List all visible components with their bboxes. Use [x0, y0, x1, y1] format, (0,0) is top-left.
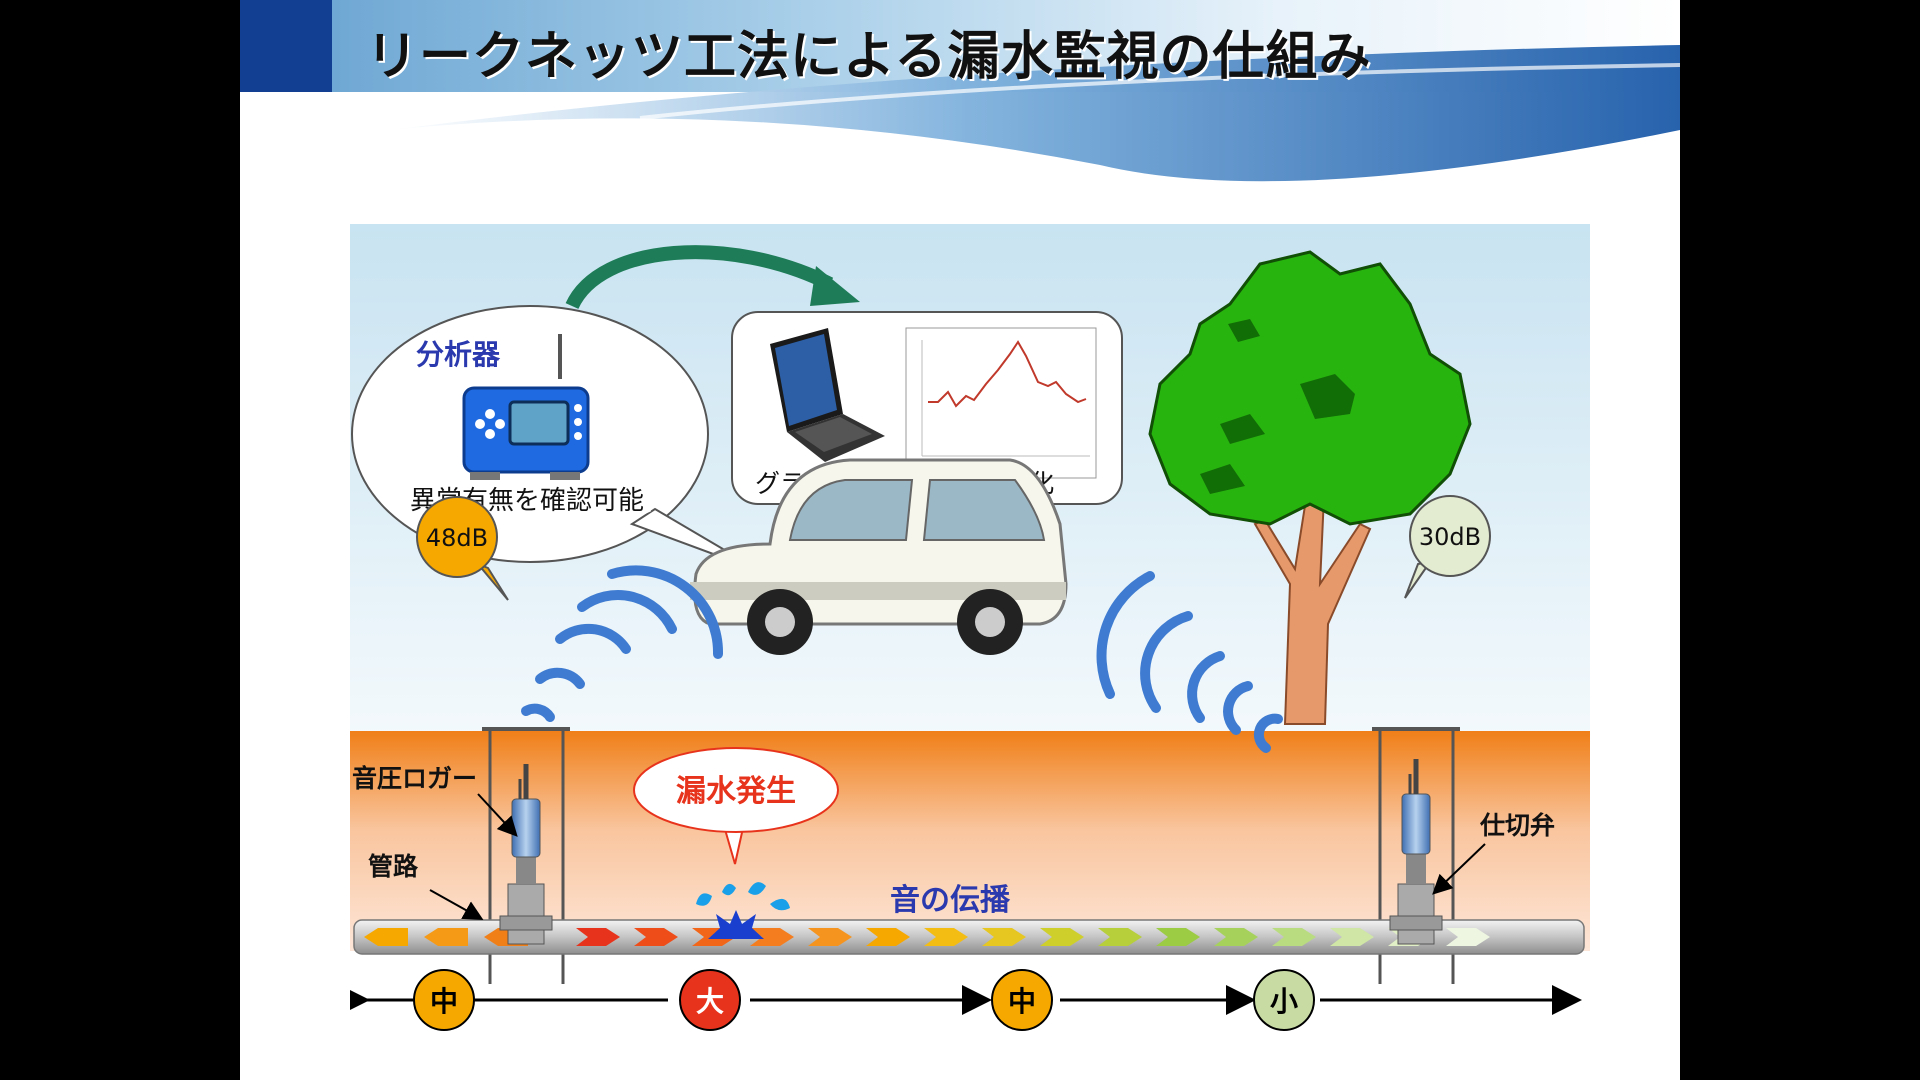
- water-splash-icon: [696, 882, 790, 939]
- analyzer-device-icon: [462, 334, 590, 480]
- db-bubble-left: 48dB: [416, 496, 509, 601]
- chevron-right: [576, 928, 620, 946]
- chevron-right: [1214, 928, 1258, 946]
- chevron-right: [1156, 928, 1200, 946]
- leak-monitoring-diagram: 分析器 異常有無を確認可能: [350, 224, 1590, 1044]
- level-circle-2: 大: [679, 969, 741, 1031]
- logger-pointer-arrow: [477, 793, 518, 837]
- chevron-right: [1272, 928, 1316, 946]
- chevron-right: [924, 928, 968, 946]
- chevron-left: [364, 928, 408, 946]
- svg-text:大: 大: [696, 985, 724, 1018]
- svg-text:中: 中: [1008, 985, 1036, 1018]
- sound-waves-right: [1096, 571, 1283, 753]
- pipe-label: 管路: [368, 852, 419, 881]
- leak-bubble: 漏水発生: [633, 747, 839, 865]
- chevron-right: [1098, 928, 1142, 946]
- chevron-right: [1040, 928, 1084, 946]
- chevron-right: [750, 928, 794, 946]
- valve-pointer-arrow: [1432, 843, 1486, 895]
- chevron-right: [634, 928, 678, 946]
- sound-pressure-logger-left: [499, 764, 553, 945]
- data-transfer-arrow: [565, 245, 860, 310]
- laptop-icon: [770, 328, 885, 462]
- mini-line-graph: [905, 327, 1097, 479]
- level-circle-1: 中: [413, 969, 475, 1031]
- analyzer-bubble: 分析器 異常有無を確認可能: [351, 305, 763, 573]
- car-icon: [690, 458, 1068, 655]
- svg-text:小: 小: [1270, 985, 1298, 1018]
- logger-label: 音圧ロガー: [352, 764, 477, 793]
- level-strip: [350, 951, 1590, 1044]
- leak-bubble-text: 漏水発生: [676, 774, 796, 809]
- level-circle-4: 小: [1253, 969, 1315, 1031]
- tree-icon: [1148, 250, 1472, 725]
- db-bubble-right: 30dB: [1404, 495, 1491, 599]
- level-circle-3: 中: [991, 969, 1053, 1031]
- slide: リークネッツ工法による漏水監視の仕組み: [240, 0, 1680, 1080]
- db-left-text: 48dB: [426, 524, 488, 552]
- sound-pressure-logger-right: [1389, 759, 1443, 945]
- page-title: リークネッツ工法による漏水監視の仕組み: [366, 27, 1372, 87]
- propagation-label: 音の伝播: [890, 883, 1011, 918]
- chevron-left: [424, 928, 468, 946]
- pipe-pointer-arrow: [429, 889, 484, 920]
- sound-waves-left: [521, 565, 724, 722]
- chevron-right: [808, 928, 852, 946]
- soil-background: [350, 731, 1590, 951]
- chevron-right: [866, 928, 910, 946]
- title-accent-block: [240, 0, 332, 92]
- db-right-text: 30dB: [1419, 523, 1481, 551]
- valve-label: 仕切弁: [1479, 811, 1555, 840]
- header-swoosh: [390, 45, 1680, 182]
- svg-text:中: 中: [430, 985, 458, 1018]
- chevron-right: [982, 928, 1026, 946]
- sound-propagation-chevrons: [364, 928, 1490, 946]
- chevron-right: [1446, 928, 1490, 946]
- chevron-right: [1330, 928, 1374, 946]
- analyzer-label: 分析器: [416, 338, 501, 371]
